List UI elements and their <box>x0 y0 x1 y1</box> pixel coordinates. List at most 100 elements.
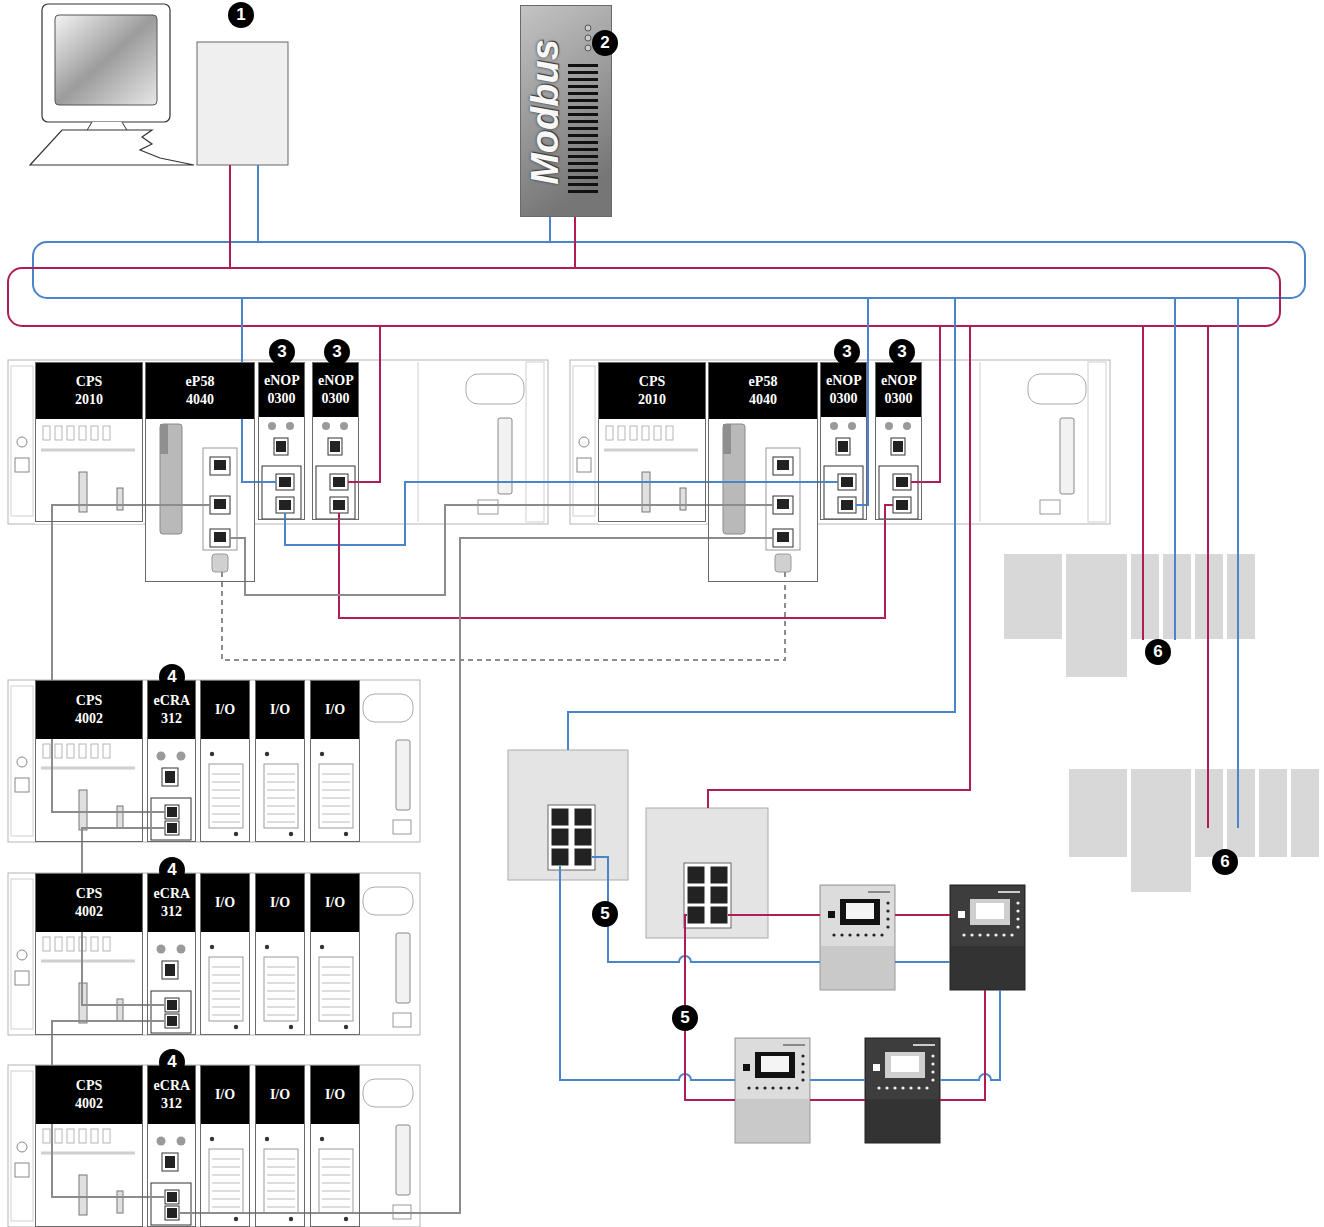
modbus-device-body <box>568 155 598 158</box>
modbus-device-body <box>568 113 598 116</box>
engineering-pc <box>30 130 194 165</box>
module-header: I/O <box>201 681 249 739</box>
field-device <box>865 1038 940 1143</box>
module-box: I/O <box>200 873 250 1035</box>
module-box: eP58 4040 <box>145 362 255 582</box>
module-box: eNOP 0300 <box>312 362 359 520</box>
module-label: CPS 2010 <box>638 373 666 409</box>
module-header: eNOP 0300 <box>876 363 921 417</box>
module-box: CPS 4002 <box>35 873 143 1035</box>
module-box: CPS 4002 <box>35 1065 143 1227</box>
module-body <box>35 873 143 1035</box>
grey-cable <box>145 504 210 506</box>
modbus-device-body <box>568 92 598 95</box>
module-header: CPS 2010 <box>599 363 705 419</box>
network-switch <box>687 866 728 924</box>
rack <box>8 1065 420 1227</box>
module-box: eCRA 312 <box>147 873 196 1035</box>
ethernet-ring <box>8 242 1305 326</box>
grey-cable <box>147 1196 165 1198</box>
module-body <box>820 362 867 520</box>
network-switch <box>646 808 768 938</box>
callout-number: 4 <box>159 857 185 883</box>
module-header: I/O <box>201 1066 249 1124</box>
red-cable <box>574 217 576 268</box>
module-label: I/O <box>270 701 290 719</box>
module-box: eP58 4040 <box>708 362 818 582</box>
modbus-device-body <box>568 134 598 137</box>
module-label: CPS 4002 <box>75 692 103 728</box>
network-cable <box>339 520 885 618</box>
module-body <box>147 680 196 842</box>
network-switch <box>508 750 628 880</box>
module-header: CPS 4002 <box>36 874 142 932</box>
network-switch <box>574 848 592 866</box>
rack <box>8 680 420 842</box>
module-body <box>147 1065 196 1227</box>
module-body <box>310 1065 360 1227</box>
grey-cable <box>147 811 165 813</box>
module-label: eNOP 0300 <box>264 372 299 408</box>
grey-cable <box>708 504 773 506</box>
network-switch <box>687 886 705 904</box>
module-label: eP58 4040 <box>186 373 215 409</box>
blue-cable <box>1174 298 1176 640</box>
network-switch <box>710 886 728 904</box>
io-station <box>1226 768 1256 858</box>
callout-number: 4 <box>159 1049 185 1075</box>
blue-cable <box>284 513 286 520</box>
blue-cable <box>568 298 955 750</box>
modbus-device-body <box>568 71 598 74</box>
io-station <box>1065 553 1128 678</box>
module-body <box>255 1065 305 1227</box>
network-switch <box>687 906 705 924</box>
module-label: CPS 4002 <box>75 1077 103 1113</box>
modbus-device-body <box>568 120 598 123</box>
rack <box>8 360 548 524</box>
red-cable <box>940 990 985 1100</box>
rack <box>8 873 420 1035</box>
callout-number: 4 <box>159 664 185 690</box>
module-label: eP58 4040 <box>749 373 778 409</box>
red-cable <box>1142 326 1144 640</box>
module-header: eNOP 0300 <box>259 363 304 417</box>
network-switch <box>710 906 728 924</box>
blue-cable <box>257 165 259 242</box>
grey-cable <box>230 538 245 582</box>
io-station <box>1162 553 1192 640</box>
network-switch <box>551 848 569 866</box>
modbus-device-body <box>568 141 598 144</box>
module-header: CPS 4002 <box>36 1066 142 1124</box>
module-header: I/O <box>311 1066 359 1124</box>
module-body <box>200 873 250 1035</box>
module-box: eCRA 312 <box>147 680 196 842</box>
module-label: I/O <box>325 701 345 719</box>
module-body <box>875 362 922 520</box>
callout-number: 5 <box>672 1005 698 1031</box>
grey-cable <box>147 1020 165 1022</box>
blue-cable <box>810 1079 865 1081</box>
connector-part <box>52 482 885 1213</box>
module-header: I/O <box>256 1066 304 1124</box>
rack <box>570 360 1110 524</box>
grey-cable <box>147 1004 165 1006</box>
network-switch <box>551 828 569 846</box>
modbus-device-body <box>585 25 591 31</box>
engineering-pc <box>55 15 157 105</box>
blue-cable <box>549 217 551 242</box>
red-cable <box>810 1099 865 1101</box>
module-box: CPS 2010 <box>35 362 143 522</box>
callout-number: 3 <box>269 339 295 365</box>
module-box: I/O <box>310 873 360 1035</box>
modbus-device-body <box>568 169 598 172</box>
modbus-device-body <box>568 148 598 151</box>
red-cable <box>885 505 893 520</box>
module-label: I/O <box>215 701 235 719</box>
module-box: eNOP 0300 <box>820 362 867 520</box>
module-body <box>35 362 143 524</box>
field-device <box>735 885 1025 1143</box>
engineering-pc <box>30 4 288 165</box>
red-cable <box>229 165 231 268</box>
network-switch <box>687 866 705 884</box>
engineering-pc <box>42 4 170 122</box>
